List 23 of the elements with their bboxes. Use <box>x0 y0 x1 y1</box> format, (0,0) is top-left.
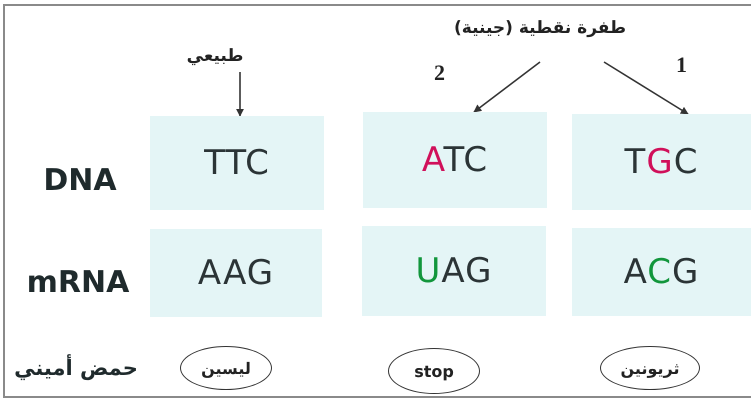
row-label: mRNA <box>26 264 130 302</box>
codon-box <box>150 229 322 317</box>
arrow <box>473 61 540 113</box>
codon-text: AAG <box>198 253 274 293</box>
codon-text: TTC <box>204 143 270 183</box>
codon-text: TGC <box>624 142 698 182</box>
row-label: DNA <box>42 162 118 200</box>
codon-box <box>572 228 751 316</box>
codon-box <box>362 226 546 316</box>
arrow <box>604 61 689 115</box>
codon-box <box>363 112 547 208</box>
codon-text: UAG <box>416 251 492 291</box>
arrow <box>236 72 244 117</box>
annotation-text: طفرة نقطية (جينية) <box>454 18 626 38</box>
codon-box <box>572 114 751 210</box>
annotation-text: طبيعي <box>186 46 244 66</box>
amino-acid-text: stop <box>414 362 454 380</box>
row-label: حمض أميني <box>13 353 139 382</box>
codon-text: ACG <box>624 252 700 292</box>
codon-text: ATC <box>422 140 488 180</box>
codon-box <box>150 116 324 210</box>
amino-acid-text: ثريونين <box>620 358 680 378</box>
amino-acid-text: ليسين <box>201 358 251 378</box>
